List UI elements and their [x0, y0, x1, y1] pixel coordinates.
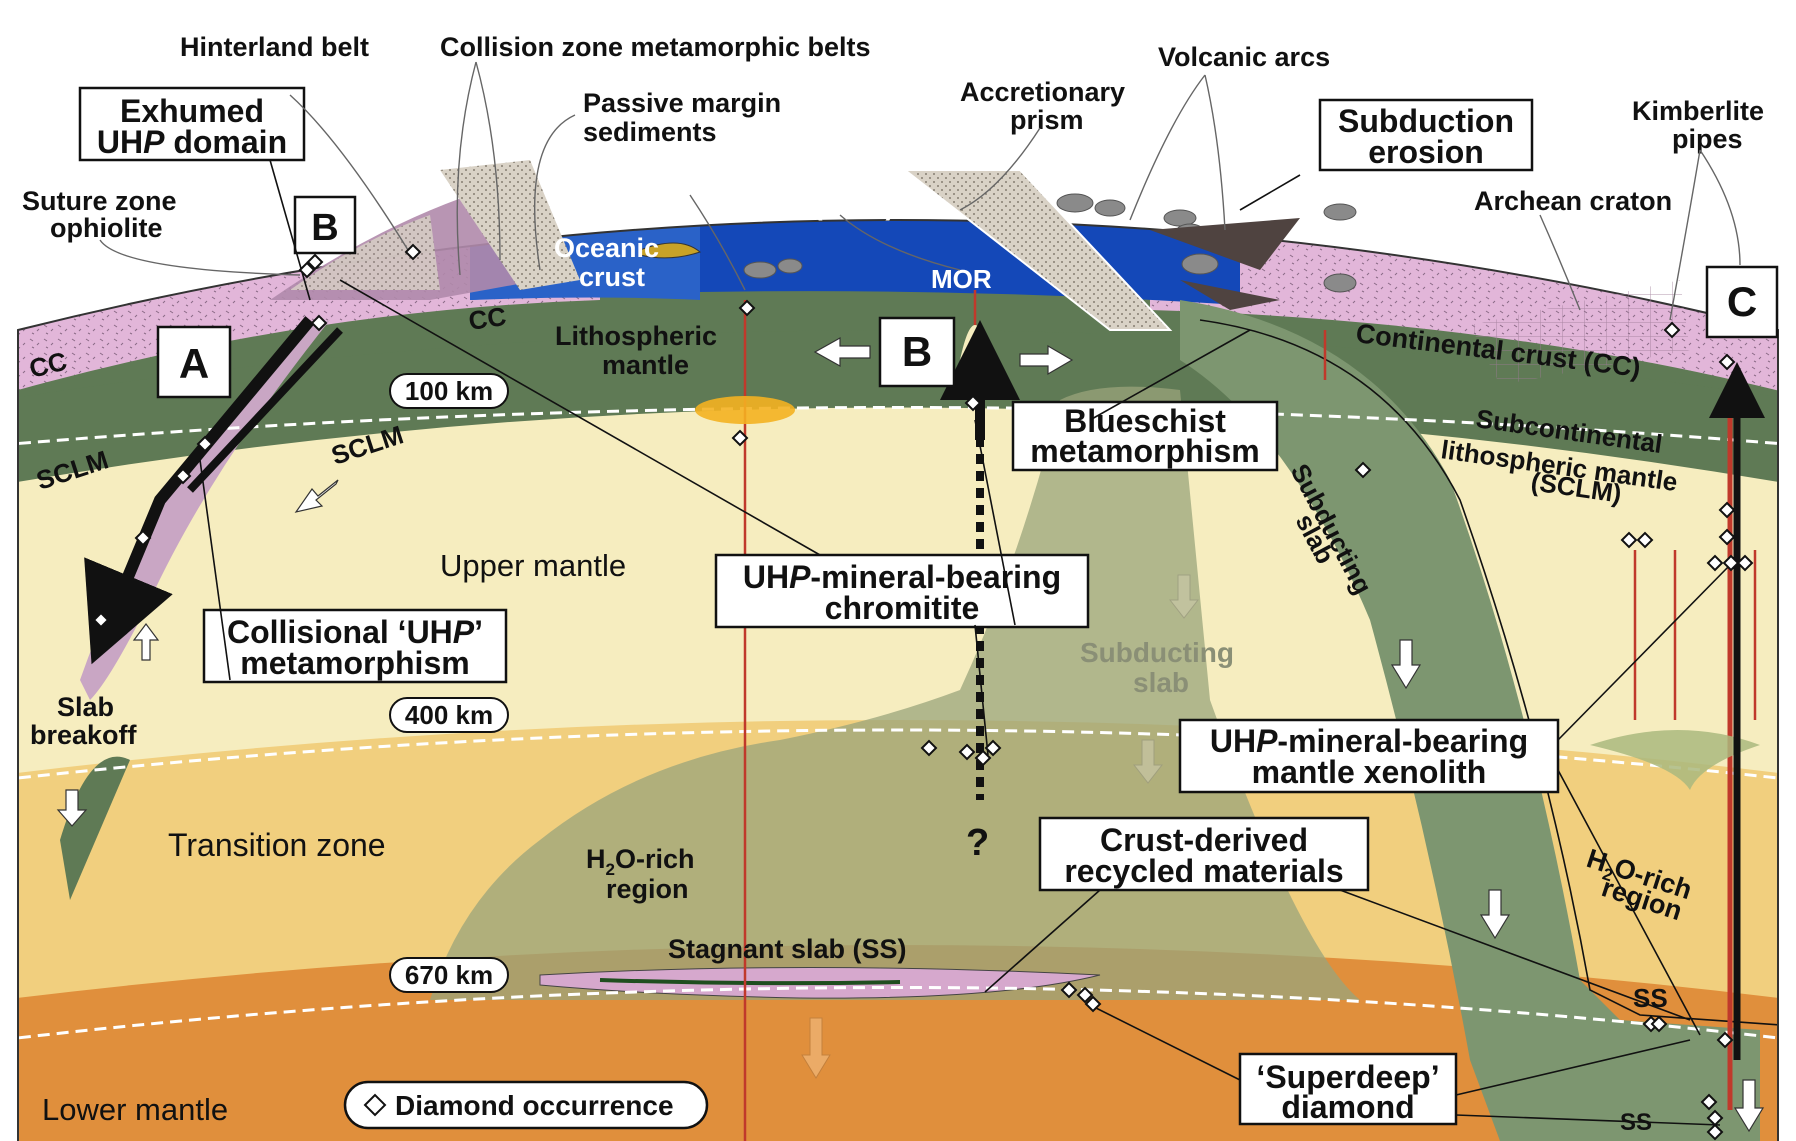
- plume-head: [695, 396, 795, 424]
- label-archean-craton: Archean craton: [1474, 186, 1672, 216]
- label-uhp-chromitite-2: chromitite: [825, 590, 980, 626]
- label-suture-2: ophiolite: [50, 213, 162, 243]
- label-stagnant-slab: Stagnant slab (SS): [668, 934, 907, 964]
- label-cc-mid: CC: [467, 301, 509, 336]
- box-b-left-label: B: [311, 207, 338, 249]
- box-subduction-erosion: [1318, 98, 1534, 172]
- box-superdeep-diamond: [1238, 1052, 1458, 1126]
- label-ss-1: SS: [1633, 983, 1668, 1013]
- svg-text:100 km: 100 km: [405, 376, 493, 406]
- exhumation-arrow: [84, 316, 315, 665]
- label-transition-zone: Transition zone: [168, 827, 386, 863]
- label-kimberlite-2: pipes: [1672, 124, 1743, 154]
- box-a-label: A: [179, 340, 209, 387]
- diamond-markers: [92, 243, 1754, 1141]
- label-uhp-chromitite-1: UHP-mineral-bearing: [743, 559, 1061, 595]
- label-subduction-erosion-1: Subduction: [1338, 103, 1514, 139]
- box-b-mid: [878, 316, 956, 388]
- label-superdeep-1: ‘Superdeep’: [1256, 1059, 1439, 1095]
- leader-lines: [99, 61, 1741, 1126]
- label-suture-1: Suture zone: [22, 186, 177, 216]
- label-subducting-slab-ghost-2: slab: [1133, 667, 1189, 698]
- label-collisional-2: metamorphism: [240, 645, 469, 681]
- label-accretionary-1: Accretionary: [960, 77, 1125, 107]
- depth-line-100: [18, 406, 1778, 447]
- box-collisional-uhp: [202, 608, 508, 684]
- label-uhp-xenolith-1: UHP-mineral-bearing: [1210, 723, 1528, 759]
- label-oceanic-crust-1: Oceanic: [554, 233, 659, 263]
- svg-text:Diamond occurrence: Diamond occurrence: [395, 1090, 674, 1121]
- label-crust-derived-1: Crust-derived: [1100, 822, 1308, 858]
- flow-arrows: [56, 336, 1765, 1133]
- label-kimberlite-1: Kimberlite: [1632, 96, 1764, 126]
- continental-crust-right: [18, 220, 1778, 395]
- depth-400-marker: 400 km: [389, 697, 509, 733]
- label-passive-margin-2: sediments: [583, 117, 717, 147]
- label-mor-1: Mid-ocean: [740, 162, 874, 192]
- label-slab-breakoff-2: breakoff: [30, 720, 138, 750]
- label-h2o-left-2: region: [606, 874, 689, 904]
- svg-text:400 km: 400 km: [405, 700, 493, 730]
- label-volcanic-arcs: Volcanic arcs: [1158, 42, 1330, 72]
- label-lower-mantle: Lower mantle: [42, 1092, 228, 1127]
- box-c-label: C: [1727, 278, 1757, 325]
- diamond-icon: [363, 1093, 387, 1117]
- label-oceanic-island-1: Oceanic: [595, 162, 700, 192]
- label-oceanic-island-2: Island: [608, 191, 686, 221]
- label-blueschist-1: Blueschist: [1064, 403, 1226, 439]
- label-slab-breakoff-1: Slab: [57, 692, 114, 722]
- box-uhp-xenolith: [1178, 718, 1560, 794]
- box-b-mid-label: B: [902, 328, 932, 375]
- label-mor-2: ridge (MOR): [740, 191, 895, 221]
- label-subducting-slab-ghost-1: Subducting: [1080, 637, 1234, 668]
- label-lithospheric-2: mantle: [602, 350, 689, 380]
- box-c: [1705, 265, 1779, 339]
- label-hinterland-belt: Hinterland belt: [180, 32, 369, 62]
- box-exhumed-uhp: [78, 86, 306, 162]
- box-blueschist: [1011, 400, 1279, 472]
- legend-diamond-occurrence: Diamond occurrence: [343, 1080, 709, 1130]
- label-mor: MOR: [931, 264, 992, 294]
- label-blueschist-2: metamorphism: [1030, 433, 1259, 469]
- label-accretionary-2: prism: [1010, 105, 1084, 135]
- svg-text:670 km: 670 km: [405, 960, 493, 990]
- box-uhp-chromitite: [714, 553, 1090, 629]
- box-b-left: [293, 195, 357, 255]
- depth-100-marker: 100 km: [389, 373, 509, 409]
- label-exhumed-2: UHP domain: [97, 124, 287, 160]
- box-crust-derived: [1038, 816, 1370, 892]
- label-h2o-left-1: H2O-rich: [586, 844, 694, 879]
- ghost-arrows: [801, 574, 1200, 1079]
- label-oceanic-crust-2: crust: [579, 262, 645, 292]
- depth-670-marker: 670 km: [389, 957, 509, 993]
- box-a: [156, 325, 232, 399]
- label-question: ?: [966, 822, 989, 864]
- volcano-puffs: [743, 193, 1357, 293]
- label-uhp-xenolith-2: mantle xenolith: [1252, 754, 1487, 790]
- label-superdeep-2: diamond: [1281, 1089, 1414, 1125]
- label-subduction-erosion-2: erosion: [1368, 134, 1484, 170]
- depth-line-670: [18, 986, 1778, 1042]
- label-exhumed-1: Exhumed: [120, 93, 264, 129]
- label-upper-mantle: Upper mantle: [440, 548, 626, 583]
- label-collision-zone: Collision zone metamorphic belts: [440, 32, 871, 62]
- label-lithospheric-1: Lithospheric: [555, 321, 717, 351]
- label-collisional-1: Collisional ‘UHP’: [227, 614, 483, 650]
- label-passive-margin-1: Passive margin: [583, 88, 781, 118]
- label-crust-derived-2: recycled materials: [1064, 853, 1343, 889]
